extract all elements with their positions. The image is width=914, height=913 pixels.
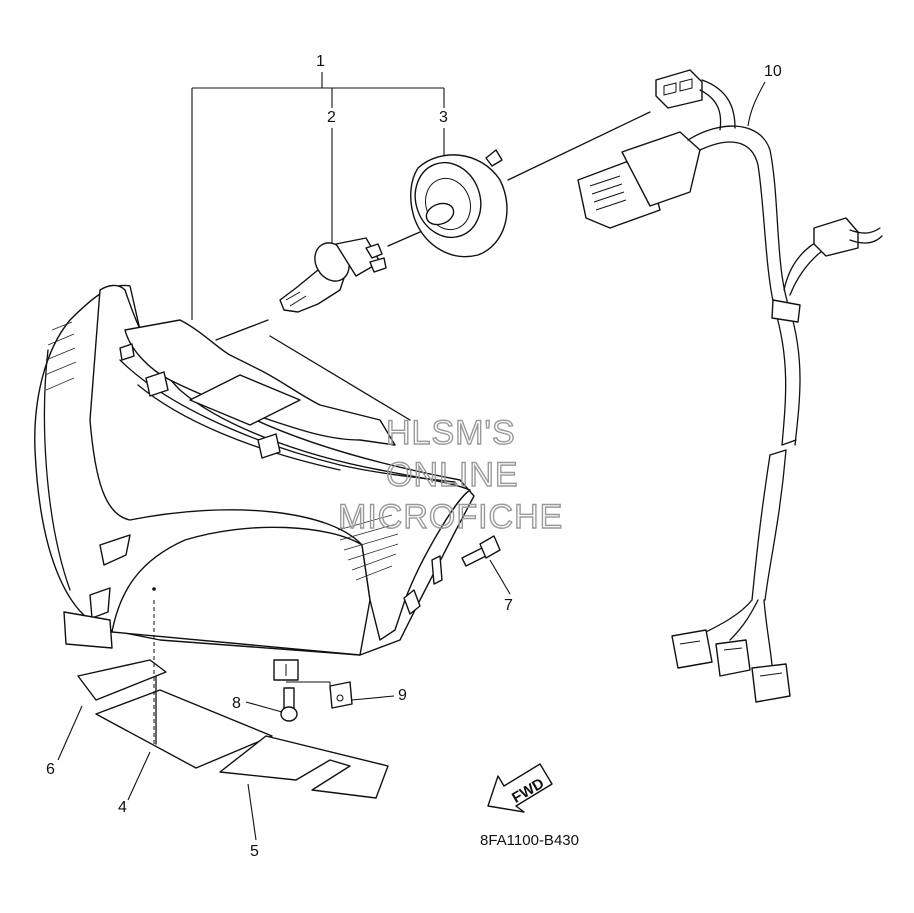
panel-5 — [219, 735, 389, 799]
harness-top-connector — [655, 69, 703, 109]
callout-9: 9 — [398, 687, 407, 704]
headlight-unit — [34, 284, 475, 681]
panel-6 — [63, 611, 113, 649]
callout-8: 8 — [232, 695, 241, 712]
panel-6b — [77, 659, 167, 701]
leader-lines — [57, 72, 766, 841]
callout-5: 5 — [250, 843, 259, 860]
callout-6: 6 — [46, 761, 55, 778]
callout-10: 10 — [764, 63, 782, 80]
callout-numbers: 1 2 3 4 5 6 7 8 9 10 — [46, 53, 782, 860]
callout-7: 7 — [504, 597, 513, 614]
clip-9 — [329, 681, 353, 709]
watermark-line-1: HLSM'S — [386, 414, 516, 452]
watermark-line-3: MICROFICHE — [338, 498, 563, 536]
wire-harness — [577, 69, 883, 703]
harness-side-connector — [813, 217, 859, 257]
harness-connector-c — [751, 663, 791, 703]
watermark: HLSM'S ONLINE MICROFICHE — [337, 413, 563, 536]
headlight-bulb — [279, 237, 387, 313]
fwd-arrow: FWD — [487, 763, 553, 813]
headlight-lens — [111, 526, 371, 656]
callout-2: 2 — [327, 109, 336, 126]
alignment-lines — [153, 111, 651, 745]
watermark-line-2: ONLINE — [386, 456, 519, 494]
screw-8 — [280, 687, 298, 722]
bolt-7 — [461, 535, 501, 567]
diagram-code: 8FA1100-B430 — [480, 832, 579, 849]
callout-1: 1 — [316, 53, 325, 70]
panel-4 — [95, 689, 273, 769]
lower-panels — [63, 611, 389, 799]
harness-connector-b — [715, 639, 751, 677]
bulb-socket — [410, 149, 508, 258]
callout-3: 3 — [439, 109, 448, 126]
harness-connector-a — [671, 629, 713, 669]
callout-4: 4 — [118, 799, 127, 816]
